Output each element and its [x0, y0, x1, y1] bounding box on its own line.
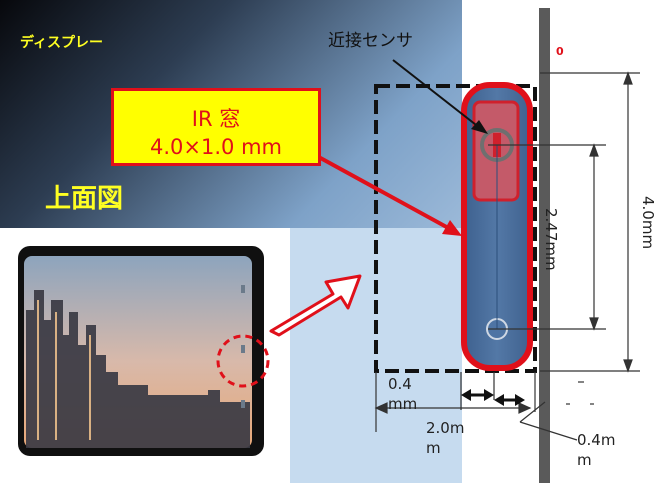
- display-label: ディスプレー: [20, 35, 104, 51]
- phone-photo: [0, 228, 290, 483]
- proximity-sensor-label: 近接センサ: [328, 31, 413, 51]
- dimension-height-total: 4.0mm: [639, 196, 657, 250]
- ir-window-callout: IR 窓 4.0×1.0 mm: [111, 88, 321, 166]
- frame-bar: [539, 8, 550, 483]
- ir-window-title: IR 窓: [191, 107, 241, 131]
- ir-window-size: 4.0×1.0 mm: [150, 135, 282, 159]
- dimension-gap-right: 0.4mm: [577, 431, 616, 470]
- sensor-pointer: [392, 59, 488, 134]
- pointer-arrow-icon: [269, 274, 362, 337]
- detail-window-outline: [374, 84, 537, 373]
- sensor-module: [461, 82, 533, 371]
- top-view-label: 上面図: [45, 184, 124, 214]
- dimension-width-total: 2.0mm: [426, 419, 465, 458]
- dimension-sensor-span: 2.47mm: [542, 208, 560, 271]
- dimension-lines: [374, 71, 640, 441]
- gap-arrows: [461, 389, 525, 406]
- phone-highlight-circle: [216, 334, 270, 388]
- dimension-gap-left: 0.4mm: [388, 375, 418, 414]
- leader-lines: [314, 153, 462, 236]
- zero-marker-label: 0: [556, 45, 564, 58]
